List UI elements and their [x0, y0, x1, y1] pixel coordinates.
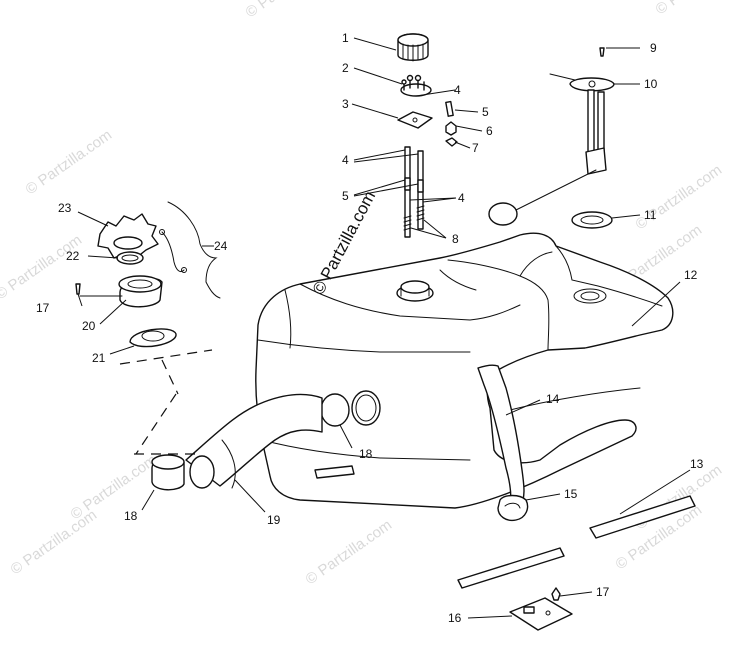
callout-6: 6: [486, 124, 493, 138]
vent-fitting: [400, 74, 432, 97]
callout-labels: 1 2 3 4 5 6 7 4 5 4 8 9 10 11 12 13 14 1…: [36, 31, 704, 625]
fuel-sender: [488, 47, 615, 226]
callout-3: 3: [342, 97, 349, 111]
callout-8: 8: [452, 232, 459, 246]
callout-5: 5: [482, 105, 489, 119]
tank-pads: [457, 495, 696, 589]
watermark: © Partzilla.com: [243, 0, 336, 21]
small-hardware: [445, 100, 458, 147]
filler-hose: [151, 393, 323, 491]
filler-assembly: [75, 201, 221, 348]
callout-4: 4: [458, 191, 465, 205]
callout-9: 9: [650, 41, 657, 55]
callout-20: 20: [82, 319, 96, 333]
callout-14: 14: [546, 392, 560, 406]
sender-gasket: [571, 211, 613, 229]
callout-4: 4: [454, 83, 461, 97]
callout-23: 23: [58, 201, 72, 215]
watermark: © Partzilla.com: [68, 451, 161, 523]
callout-16: 16: [448, 611, 462, 625]
callout-24: 24: [214, 239, 228, 253]
callout-11: 11: [644, 208, 657, 222]
callout-21: 21: [92, 351, 106, 365]
callout-4: 4: [342, 153, 349, 167]
callout-2: 2: [342, 61, 349, 75]
callout-1: 1: [342, 31, 349, 45]
watermark: © Partzilla.com: [633, 161, 726, 233]
callout-18: 18: [359, 447, 373, 461]
phantom-lines: [119, 349, 213, 455]
leader-lines: [77, 37, 691, 619]
fuel-cap: [397, 33, 429, 62]
watermark: © Partzilla.com: [23, 126, 116, 198]
watermark: © Partzilla.com: [303, 516, 396, 588]
callout-15: 15: [564, 487, 578, 501]
callout-17: 17: [596, 585, 610, 599]
watermark: © Partzilla.com: [653, 0, 734, 18]
vent-hoses: [403, 146, 425, 238]
callout-7: 7: [472, 141, 479, 155]
watermark: © Partzilla.com: [0, 231, 85, 303]
callout-5: 5: [342, 189, 349, 203]
callout-22: 22: [66, 249, 80, 263]
callout-17: 17: [36, 301, 50, 315]
callout-19: 19: [267, 513, 281, 527]
watermark: © Partzilla.com: [8, 506, 101, 578]
callout-12: 12: [684, 268, 698, 282]
callout-13: 13: [690, 457, 704, 471]
callout-18: 18: [124, 509, 138, 523]
callout-10: 10: [644, 77, 658, 91]
hold-down-strap: [477, 364, 529, 522]
gasket: [397, 111, 433, 129]
mounting-bracket: [509, 587, 573, 631]
